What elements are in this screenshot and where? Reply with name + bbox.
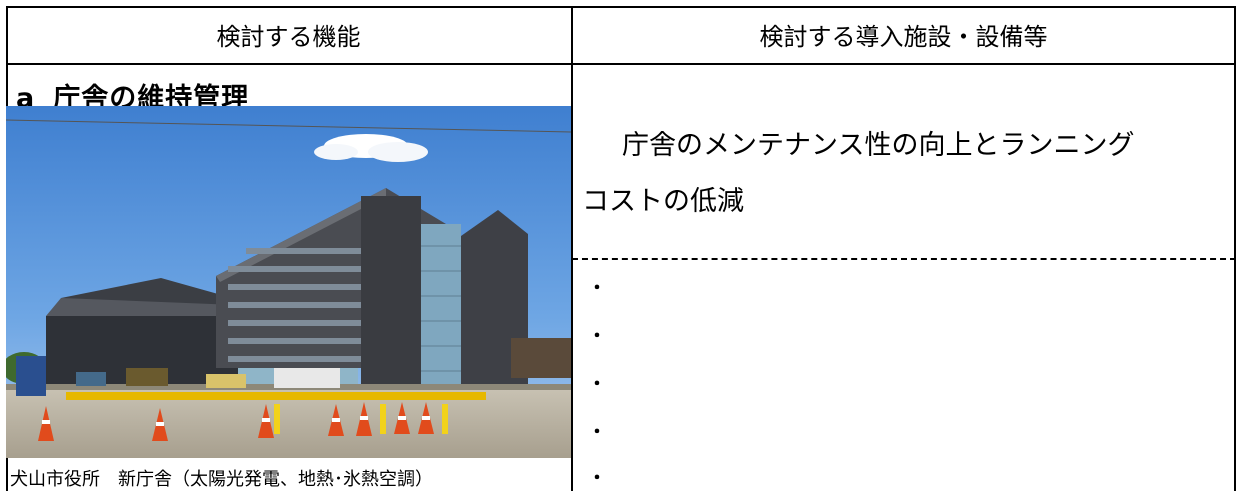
table-top-border — [6, 6, 1236, 8]
facility-description: 庁舎のメンテナンス性の向上とランニング コストの低減 — [582, 118, 1232, 230]
photo-caption: 犬山市役所 新庁舎（太陽光発電、地熱･氷熱空調） — [10, 469, 433, 490]
header-function: 検討する機能 — [216, 23, 361, 51]
bullet-item: ・ — [588, 422, 606, 443]
table-right-border — [1234, 6, 1236, 491]
dashed-divider — [572, 258, 1236, 260]
city-hall-photo — [6, 106, 571, 458]
bullet-item: ・ — [588, 374, 606, 395]
header-facility: 検討する導入施設・設備等 — [759, 23, 1048, 51]
bullet-item: ・ — [588, 326, 606, 347]
header-bottom-border — [6, 63, 1236, 65]
bullet-item: ・ — [588, 468, 606, 489]
description-line-1: 庁舎のメンテナンス性の向上とランニング — [622, 130, 1135, 161]
column-divider — [571, 6, 573, 491]
bullet-item: ・ — [588, 278, 606, 299]
description-line-2: コストの低減 — [582, 186, 744, 217]
